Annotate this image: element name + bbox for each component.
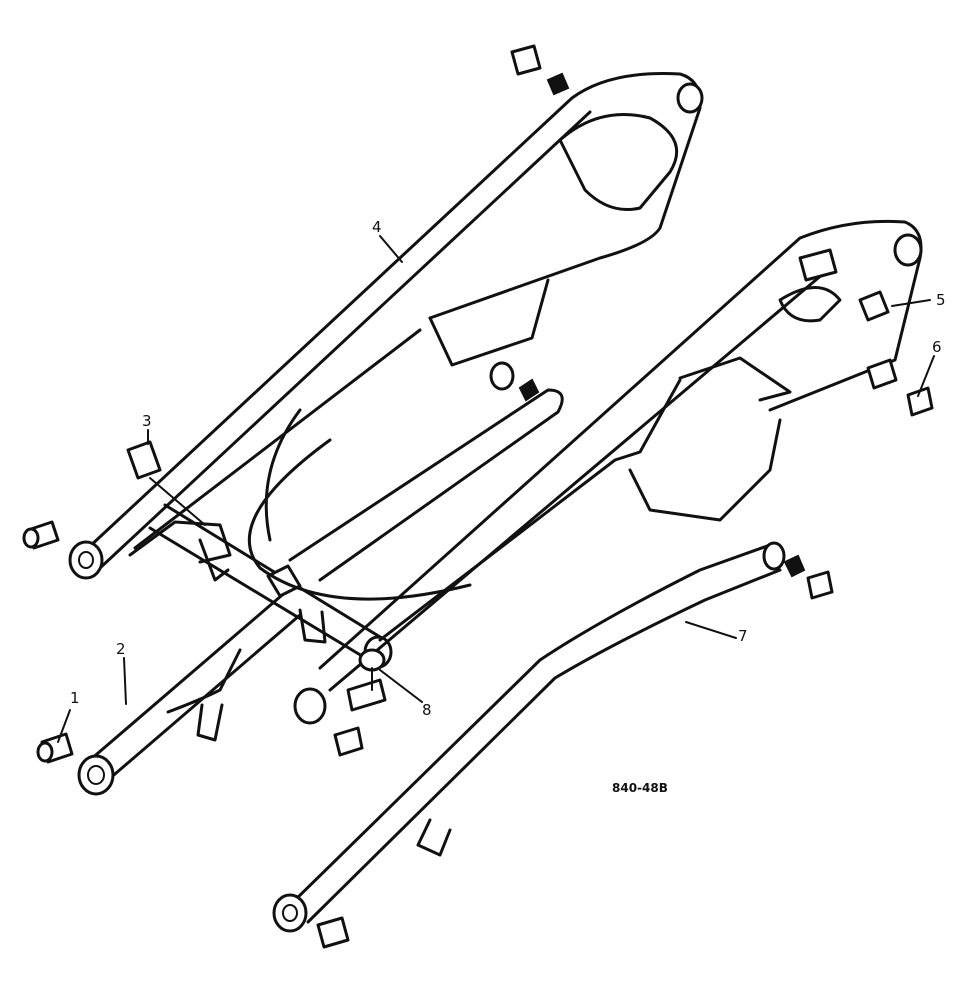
callout-6: 6 xyxy=(932,338,942,356)
spacer-part-5 xyxy=(858,290,890,322)
center-link-bushing xyxy=(489,361,515,391)
callout-1: 1 xyxy=(70,689,80,707)
left-upper-arm xyxy=(86,72,702,570)
center-link xyxy=(247,361,564,601)
left-boom-end xyxy=(22,520,104,580)
pin-part-6 xyxy=(866,358,898,390)
part-8-cap xyxy=(358,648,386,691)
left-lower-eye xyxy=(77,754,115,796)
upper-pivot-eye xyxy=(893,233,923,267)
right-lower-eye-top xyxy=(293,687,327,725)
right-lower-top-bushing xyxy=(806,570,834,600)
drawing-code: 840-48B xyxy=(612,781,668,795)
top-pin-bushing xyxy=(510,44,542,76)
callout-5: 5 xyxy=(936,291,946,309)
right-lower-bushing xyxy=(316,916,350,949)
callout-8: 8 xyxy=(422,701,432,719)
right-lower-eye xyxy=(272,893,308,933)
callout-2: 2 xyxy=(116,640,126,658)
left-lower-arm xyxy=(36,588,302,796)
callout-labels: 1 2 3 4 5 6 7 8 xyxy=(70,218,946,719)
leader-lines xyxy=(57,235,935,743)
cross-tube xyxy=(128,503,393,669)
right-arm-pins xyxy=(798,233,934,417)
callout-3: 3 xyxy=(142,412,152,430)
upper-pivot-pin xyxy=(798,248,838,282)
callout-7: 7 xyxy=(738,627,748,645)
part-3-fitting xyxy=(126,440,206,526)
left-boom-eye xyxy=(68,540,104,580)
top-pivot-eye xyxy=(676,82,704,114)
right-upper-arm xyxy=(293,219,923,757)
top-pin xyxy=(510,44,704,114)
callout-4: 4 xyxy=(372,218,382,236)
right-lower-top-eye xyxy=(762,541,786,571)
right-lower-arm xyxy=(272,541,834,949)
